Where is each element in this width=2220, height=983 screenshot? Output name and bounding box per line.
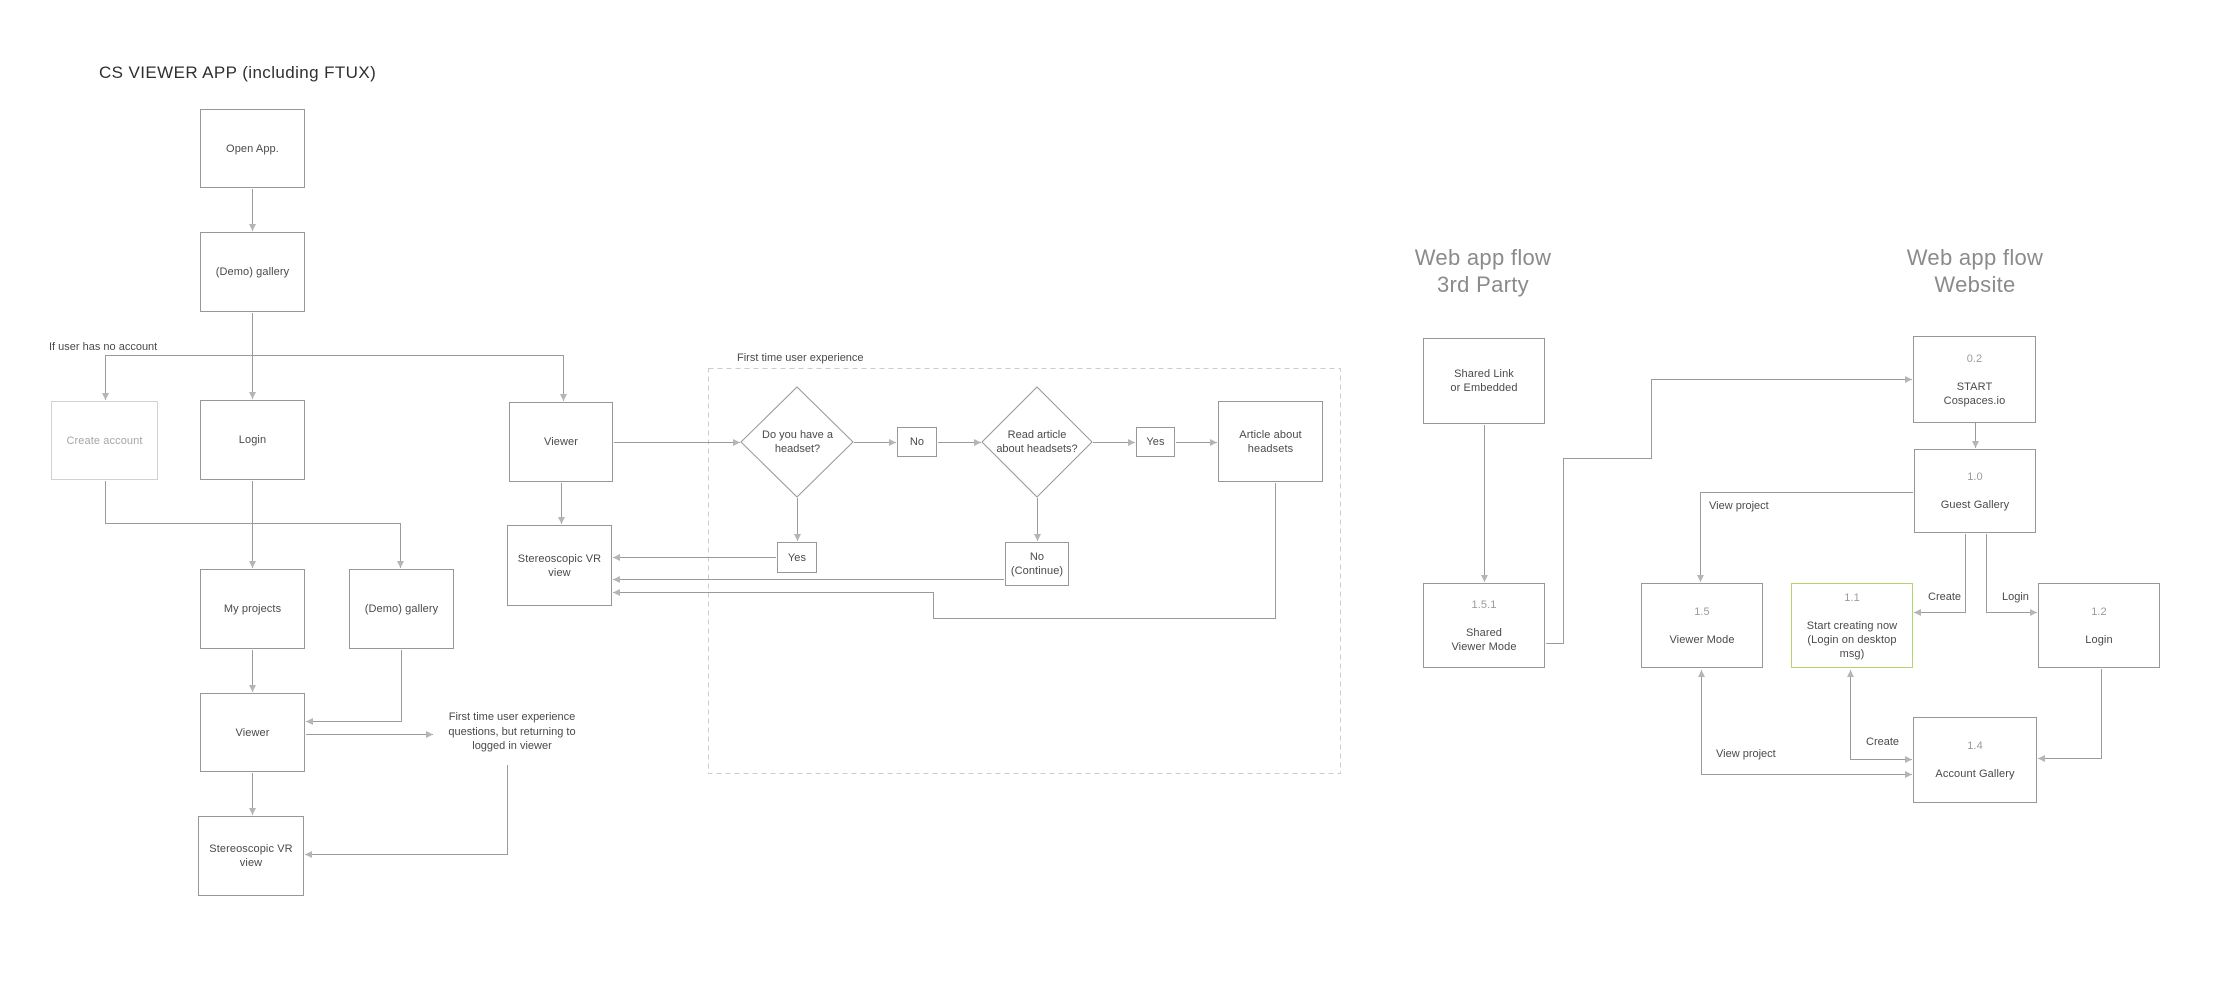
label-login-edge: Login <box>2002 591 2029 603</box>
heading-website: Web app flow Website <box>1906 245 2044 297</box>
edge-branch-viewer2 <box>252 355 567 401</box>
node-login-12: 1.2 Login <box>2038 583 2160 668</box>
node-label: Viewer <box>543 436 579 448</box>
node-label: Guest Gallery <box>1940 499 2010 511</box>
node-start-creating: 1.1 Start creating now (Login on desktop… <box>1791 583 1913 668</box>
node-shared-viewer-mode: 1.5.1 Shared Viewer Mode <box>1423 583 1545 668</box>
node-label: Create account <box>66 434 143 447</box>
node-label: Login <box>2085 633 2113 646</box>
node-label: Yes <box>1146 436 1165 448</box>
node-viewer-mode: 1.5 Viewer Mode <box>1641 583 1763 668</box>
label-view-project-top: View project <box>1709 500 1769 512</box>
node-label: Shared Link or Embedded <box>1450 368 1518 394</box>
label-create-top: Create <box>1928 591 1962 603</box>
node-content: 1.5.1 Shared Viewer Mode <box>1451 584 1516 668</box>
node-content: 0.2 START Cospaces.io <box>1944 338 2006 422</box>
node-content: 1.2 Login <box>2085 591 2112 661</box>
node-content: 1.5 Viewer Mode <box>1669 591 1734 661</box>
edge-guestgallery-startcreating <box>1914 534 1966 616</box>
edge-guestgallery-viewermode <box>1697 492 1913 582</box>
node-label: Start creating now (Login on desktop msg… <box>1806 619 1898 660</box>
node-my-projects: My projects <box>200 569 305 649</box>
node-label: Open App. <box>226 142 279 155</box>
node-label: Login <box>238 434 267 446</box>
edge-sharedviewer-start <box>1546 376 1912 644</box>
diamond-headset-label: Do you have a headset? <box>762 429 833 455</box>
node-label: Shared Viewer Mode <box>1451 626 1517 653</box>
edge-viewermode-accountgallery <box>1698 670 1912 778</box>
node-label: (Demo) gallery <box>215 266 290 278</box>
node-label: My projects <box>223 603 282 615</box>
node-number: 1.2 <box>2091 605 2107 618</box>
node-label: No <box>909 436 925 448</box>
node-number: 1.1 <box>1844 591 1860 604</box>
node-stereo-vr-2: Stereoscopic VR view <box>507 525 612 606</box>
page-title: CS VIEWER APP (including FTUX) <box>99 63 377 82</box>
node-demo-gallery-2: (Demo) gallery <box>349 569 454 649</box>
ftux-boundary <box>708 368 1341 774</box>
diamond-article-label: Read article about headsets? <box>996 429 1078 455</box>
node-create-account: Create account <box>51 401 158 480</box>
node-account-gallery: 1.4 Account Gallery <box>1913 717 2037 803</box>
label-no-account: If user has no account <box>49 341 158 353</box>
node-label: Viewer Mode <box>1669 633 1735 646</box>
node-viewer-2: Viewer <box>509 402 613 482</box>
node-label: Stereoscopic VR view <box>209 843 293 869</box>
node-content: 1.4 Account Gallery <box>1935 725 2014 795</box>
edge-branch-create-account <box>102 355 253 400</box>
node-label: Article about headsets <box>1239 428 1302 455</box>
node-number: 1.5 <box>1694 605 1710 618</box>
node-article-headsets: Article about headsets <box>1218 401 1323 482</box>
edge-note-stereo1 <box>305 765 508 858</box>
node-number: 1.4 <box>1967 740 1983 752</box>
node-label: Stereoscopic VR view <box>517 552 602 579</box>
edge-article-stereo2 <box>613 483 1276 619</box>
node-content: 1.1 Start creating now (Login on desktop… <box>1807 577 1897 675</box>
node-yes-2: Yes <box>1136 427 1175 457</box>
edge-login12-accountgallery <box>2038 669 2102 762</box>
node-no-continue: No (Continue) <box>1005 542 1069 586</box>
label-view-project-bottom: View project <box>1716 748 1776 760</box>
node-content: 1.0 Guest Gallery <box>1941 456 2010 526</box>
heading-3rd-party: Web app flow 3rd Party <box>1414 245 1552 297</box>
node-label: Viewer <box>235 726 270 739</box>
node-guest-gallery: 1.0 Guest Gallery <box>1914 449 2036 533</box>
diamond-article-shape <box>981 386 1093 498</box>
node-login: Login <box>200 400 305 480</box>
node-stereo-vr-1: Stereoscopic VR view <box>198 816 304 896</box>
node-viewer-1: Viewer <box>200 693 305 772</box>
node-shared-link: Shared Link or Embedded <box>1423 338 1545 424</box>
node-label: START Cospaces.io <box>1943 380 2006 407</box>
node-number: 1.5.1 <box>1471 598 1497 611</box>
node-label: No (Continue) <box>1010 551 1064 577</box>
node-demo-gallery-1: (Demo) gallery <box>200 232 305 312</box>
node-label: (Demo) gallery <box>364 603 439 615</box>
label-returning-note: First time user experience questions, bu… <box>448 711 576 752</box>
node-start-cospaces: 0.2 START Cospaces.io <box>1913 336 2036 423</box>
edge-guestgallery-login12 <box>1986 534 2037 616</box>
diamond-headset-shape <box>740 386 854 498</box>
node-no: No <box>897 427 937 457</box>
edge-gallery2-viewer <box>306 650 402 725</box>
node-label: Account Gallery <box>1935 768 2015 780</box>
node-open-app: Open App. <box>200 109 305 188</box>
node-yes-1: Yes <box>777 542 817 573</box>
node-label: Yes <box>787 551 807 564</box>
node-number: 1.0 <box>1967 471 1983 483</box>
label-create-bottom: Create <box>1866 736 1900 748</box>
node-number: 0.2 <box>1966 352 1983 365</box>
label-ftux: First time user experience <box>737 352 864 364</box>
